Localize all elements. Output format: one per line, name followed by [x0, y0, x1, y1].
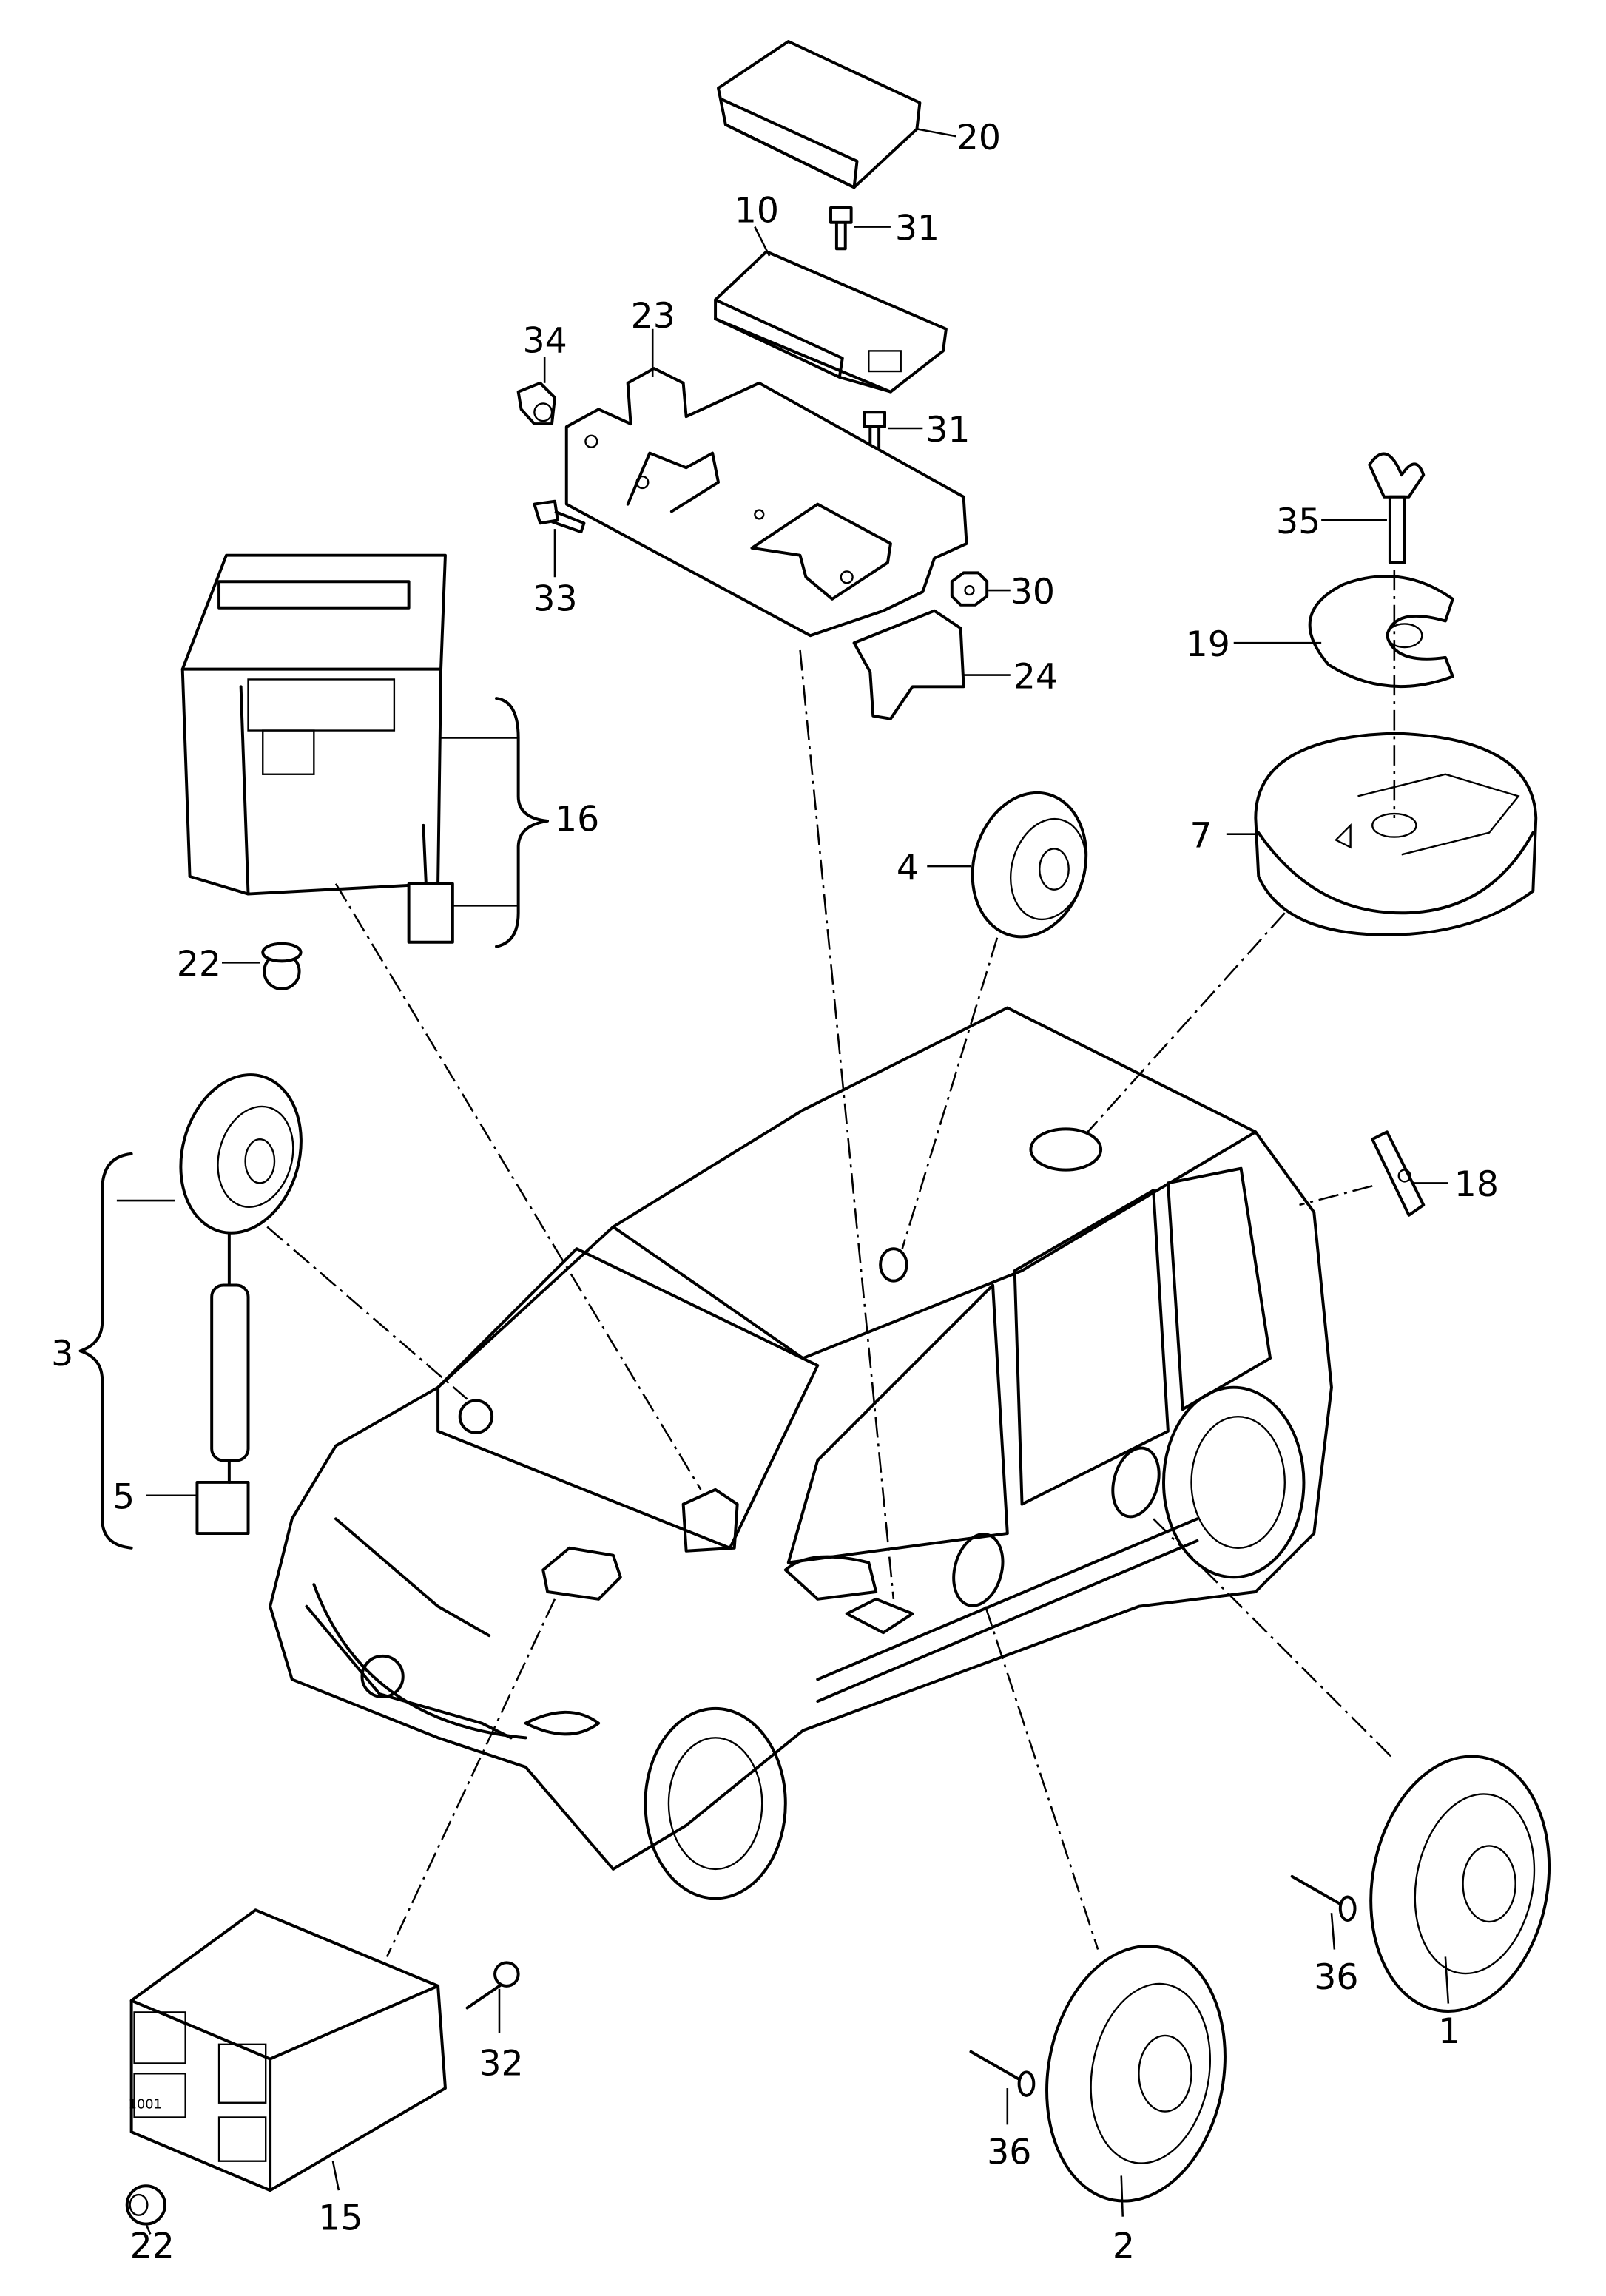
- label-19: 19: [1186, 624, 1230, 665]
- label-15: 15: [318, 2198, 362, 2238]
- part-22-grommet[interactable]: [125, 2184, 166, 2226]
- marker-2: [952, 1533, 1005, 1607]
- part-33-bolt[interactable]: [533, 499, 586, 534]
- part-22-grommet[interactable]: [261, 942, 303, 990]
- label-18: 18: [1454, 1164, 1499, 1205]
- label-7: 7: [1190, 815, 1212, 856]
- part-1-speaker[interactable]: [1352, 1742, 1569, 2025]
- marker-7: [1029, 1127, 1103, 1172]
- part-2-speaker[interactable]: [1028, 1932, 1245, 2215]
- label-36: 36: [1314, 1957, 1358, 1998]
- label-31: 31: [895, 208, 939, 249]
- label-20: 20: [956, 118, 1001, 158]
- part-7-subwoofer[interactable]: [1254, 732, 1538, 936]
- part-4-tweeter[interactable]: [956, 780, 1101, 949]
- label-33: 33: [533, 579, 577, 620]
- marker-16: [681, 1488, 739, 1553]
- part-3-speaker[interactable]: [163, 1061, 318, 1462]
- label-5: 5: [112, 1476, 135, 1517]
- label-16: 16: [555, 800, 599, 840]
- part-15-marking: 1001: [129, 2098, 162, 2113]
- marker-3: [458, 1399, 494, 1434]
- part-15-control-module[interactable]: 1001: [129, 1908, 447, 2192]
- label-30: 30: [1011, 572, 1055, 612]
- label-4: 4: [897, 848, 919, 888]
- label-36: 36: [987, 2133, 1031, 2173]
- marker-10: [845, 1597, 914, 1635]
- part-23-bracket[interactable]: [564, 367, 968, 638]
- marker-4: [879, 1247, 908, 1283]
- label-31: 31: [925, 410, 970, 450]
- part-18-bracket[interactable]: [1371, 1130, 1426, 1217]
- label-10: 10: [735, 191, 779, 232]
- part-5-connector[interactable]: [195, 1459, 250, 1536]
- part-36-rivet[interactable]: [969, 2050, 1036, 2097]
- label-3: 3: [51, 1334, 73, 1374]
- label-23: 23: [631, 296, 675, 337]
- label-22: 22: [177, 944, 221, 985]
- label-35: 35: [1276, 502, 1320, 542]
- vehicle-body: [269, 1006, 1333, 1900]
- marker-1: [1111, 1446, 1161, 1519]
- part-34-clip[interactable]: [516, 381, 556, 426]
- part-16-control-unit[interactable]: [180, 553, 447, 896]
- part-31-bolt[interactable]: [829, 206, 853, 251]
- label-22: 22: [130, 2226, 175, 2266]
- part-19-washer[interactable]: [1308, 575, 1454, 689]
- part-36-rivet[interactable]: [1290, 1874, 1357, 1922]
- part-24-bracket[interactable]: [852, 609, 965, 720]
- part-35-wing-bolt[interactable]: [1368, 452, 1426, 564]
- part-32-screw[interactable]: [465, 1961, 520, 2010]
- label-1: 1: [1438, 2011, 1460, 2052]
- part-10-amplifier[interactable]: [714, 250, 948, 394]
- label-2: 2: [1113, 2226, 1135, 2266]
- part-20-cover[interactable]: [717, 40, 922, 189]
- part-16-connector[interactable]: [407, 823, 454, 944]
- marker-15: [541, 1546, 622, 1601]
- label-24: 24: [1013, 656, 1058, 697]
- label-34: 34: [523, 320, 567, 361]
- label-32: 32: [479, 2043, 523, 2084]
- part-30-nut[interactable]: [950, 571, 989, 607]
